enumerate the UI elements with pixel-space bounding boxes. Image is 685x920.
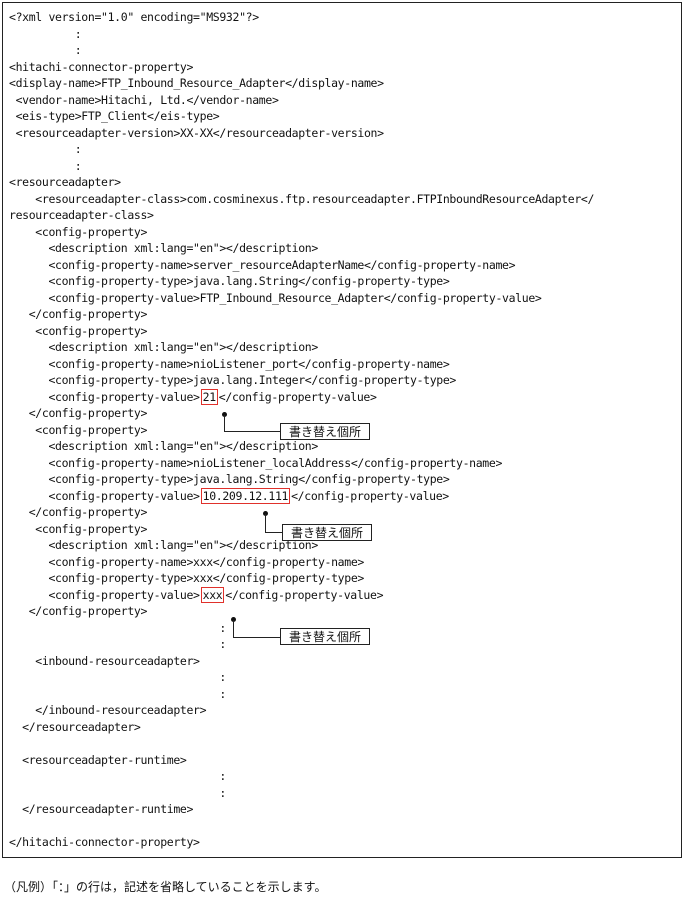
code-line: <config-property-type>java.lang.String</… [9, 472, 450, 486]
code-line-highlighted-address: <config-property-value>10.209.12.111</co… [9, 487, 594, 505]
highlighted-port-value: 21 [200, 388, 218, 405]
rewrite-callout-address: 書き替え個所 [282, 524, 373, 541]
code-line: <config-property-name>xxx</config-proper… [9, 554, 364, 569]
code-line: </config-property> [9, 406, 148, 420]
code-line: <hitachi-connector-property> [9, 59, 194, 74]
code-line: : [9, 670, 226, 684]
code-line [9, 818, 594, 835]
code-line: : [9, 26, 82, 41]
code-line: <resourceadapter-class>com.cosminexus.ft… [9, 191, 595, 206]
code-line: : [9, 43, 82, 57]
leader-line [224, 415, 281, 432]
code-line: : [9, 769, 226, 783]
rewrite-callout-port: 書き替え個所 [280, 423, 371, 440]
highlighted-address-value: 10.209.12.111 [200, 487, 291, 504]
code-line: <config-property-name>nioListener_localA… [9, 455, 503, 470]
code-line: <vendor-name>Hitachi, Ltd.</vendor-name> [9, 92, 279, 107]
code-line: <config-property-name>nioListener_port</… [9, 356, 450, 371]
code-line: <description xml:lang="en"></description… [9, 538, 318, 552]
code-line: <resourceadapter-runtime> [9, 752, 187, 767]
code-line: : [9, 142, 82, 156]
code-line: </resourceadapter> [9, 719, 141, 734]
code-line: <config-property-type>java.lang.Integer<… [9, 373, 457, 387]
code-line-highlighted-port: <config-property-value>21</config-proper… [9, 388, 594, 406]
code-line: <display-name>FTP_Inbound_Resource_Adapt… [9, 76, 384, 90]
code-listing-frame: <?xml version="1.0" encoding="MS932"?> :… [2, 2, 682, 858]
value-close-tag: </config-property-value> [218, 389, 377, 404]
leader-dot [231, 617, 236, 622]
value-open-tag: <config-property-value> [9, 389, 200, 404]
code-line: <config-property> [9, 521, 148, 536]
code-line: <config-property-name>server_resourceAda… [9, 257, 516, 272]
code-line: : [9, 620, 226, 635]
code-line: <config-property> [9, 224, 148, 239]
code-line: <config-property-type>xxx</config-proper… [9, 571, 364, 585]
code-line: <config-property-value>FTP_Inbound_Resou… [9, 290, 542, 305]
code-line: : [9, 158, 82, 173]
leader-dot [222, 412, 227, 417]
code-line: : [9, 637, 226, 651]
code-line: <config-property-type>java.lang.String</… [9, 274, 450, 288]
code-line: <resourceadapter-version>XX-XX</resource… [9, 125, 384, 140]
code-line: </resourceadapter-runtime> [9, 802, 194, 816]
leader-line [265, 514, 283, 533]
legend-note: （凡例）「：」の行は，記述を省略していることを示します。 [4, 880, 327, 894]
code-line: <config-property> [9, 422, 148, 437]
code-line: </config-property> [9, 307, 148, 321]
value-close-tag: </config-property-value> [291, 488, 449, 503]
code-line: resourceadapter-class> [9, 208, 154, 222]
code-line: <description xml:lang="en"></description… [9, 439, 318, 453]
code-line: </config-property> [9, 505, 148, 519]
code-line: <resourceadapter> [9, 175, 121, 189]
code-line: <description xml:lang="en"></description… [9, 340, 318, 354]
code-line: <?xml version="1.0" encoding="MS932"?> [9, 10, 259, 24]
code-line: : [9, 785, 226, 800]
xml-code-listing: <?xml version="1.0" encoding="MS932"?> :… [9, 9, 594, 851]
code-line [9, 735, 594, 752]
code-line-highlighted-custom: <config-property-value>xxx</config-prope… [9, 586, 594, 604]
code-line: <config-property> [9, 323, 148, 338]
code-line: <eis-type>FTP_Client</eis-type> [9, 109, 220, 123]
value-open-tag: <config-property-value> [9, 587, 200, 602]
code-line: </inbound-resourceadapter> [9, 703, 207, 717]
code-line: <inbound-resourceadapter> [9, 653, 200, 668]
code-line: <description xml:lang="en"></description… [9, 241, 318, 255]
code-line: : [9, 686, 226, 701]
value-open-tag: <config-property-value> [9, 488, 200, 503]
code-line: </hitachi-connector-property> [9, 835, 200, 849]
leader-dot [263, 511, 268, 516]
leader-line [233, 620, 281, 638]
rewrite-callout-custom: 書き替え個所 [280, 628, 371, 645]
highlighted-custom-value: xxx [200, 586, 225, 603]
code-line: </config-property> [9, 604, 148, 618]
value-close-tag: </config-property-value> [225, 587, 384, 602]
